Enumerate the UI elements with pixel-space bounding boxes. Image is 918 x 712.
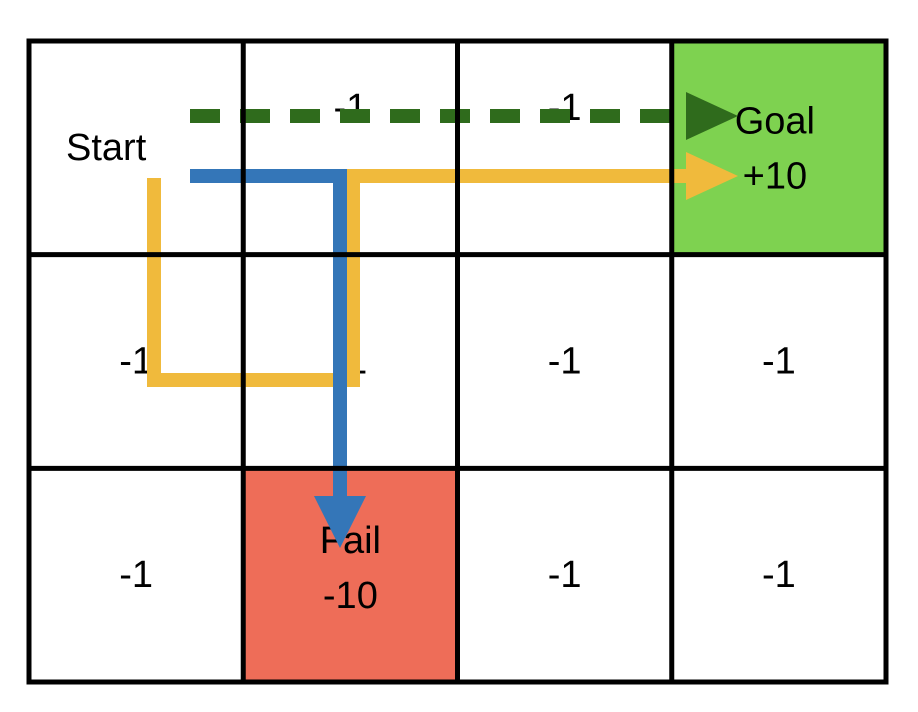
cell-label-r2-c1-line1: -10 xyxy=(323,575,378,617)
cells-layer xyxy=(29,41,886,683)
grid-cell-r1-c0 xyxy=(29,254,244,469)
grid-cell-r0-c3 xyxy=(671,41,886,255)
grid-cell-r1-c3 xyxy=(671,254,886,469)
grid-cell-r2-c0 xyxy=(29,468,244,683)
blue-arrowhead xyxy=(314,496,366,548)
grid-cell-r1-c2 xyxy=(457,254,672,469)
cell-label-r0-c0-line0: Start xyxy=(66,127,147,169)
cell-label-r1-c2-line0: -1 xyxy=(548,341,582,383)
cell-label-r2-c3-line0: -1 xyxy=(762,554,796,596)
cell-label-r0-c3-line0: Goal xyxy=(735,101,815,143)
blue-path xyxy=(190,169,347,500)
orange-path xyxy=(147,169,690,387)
grid-lines-layer xyxy=(26,38,889,685)
paths-layer xyxy=(147,92,738,548)
cell-label-r2-c2-line0: -1 xyxy=(548,554,582,596)
grid-cell-r2-c3 xyxy=(671,468,886,683)
grid-cell-r2-c2 xyxy=(457,468,672,683)
dashed-green-arrowhead xyxy=(686,92,738,140)
grid-cell-r0-c2 xyxy=(457,41,672,255)
cell-label-r0-c3-line1: +10 xyxy=(743,156,807,198)
orange-arrowhead xyxy=(686,152,738,200)
grid-cell-r0-c0 xyxy=(29,41,244,255)
cell-label-r2-c0-line0: -1 xyxy=(119,554,153,596)
cell-label-r1-c3-line0: -1 xyxy=(762,341,796,383)
